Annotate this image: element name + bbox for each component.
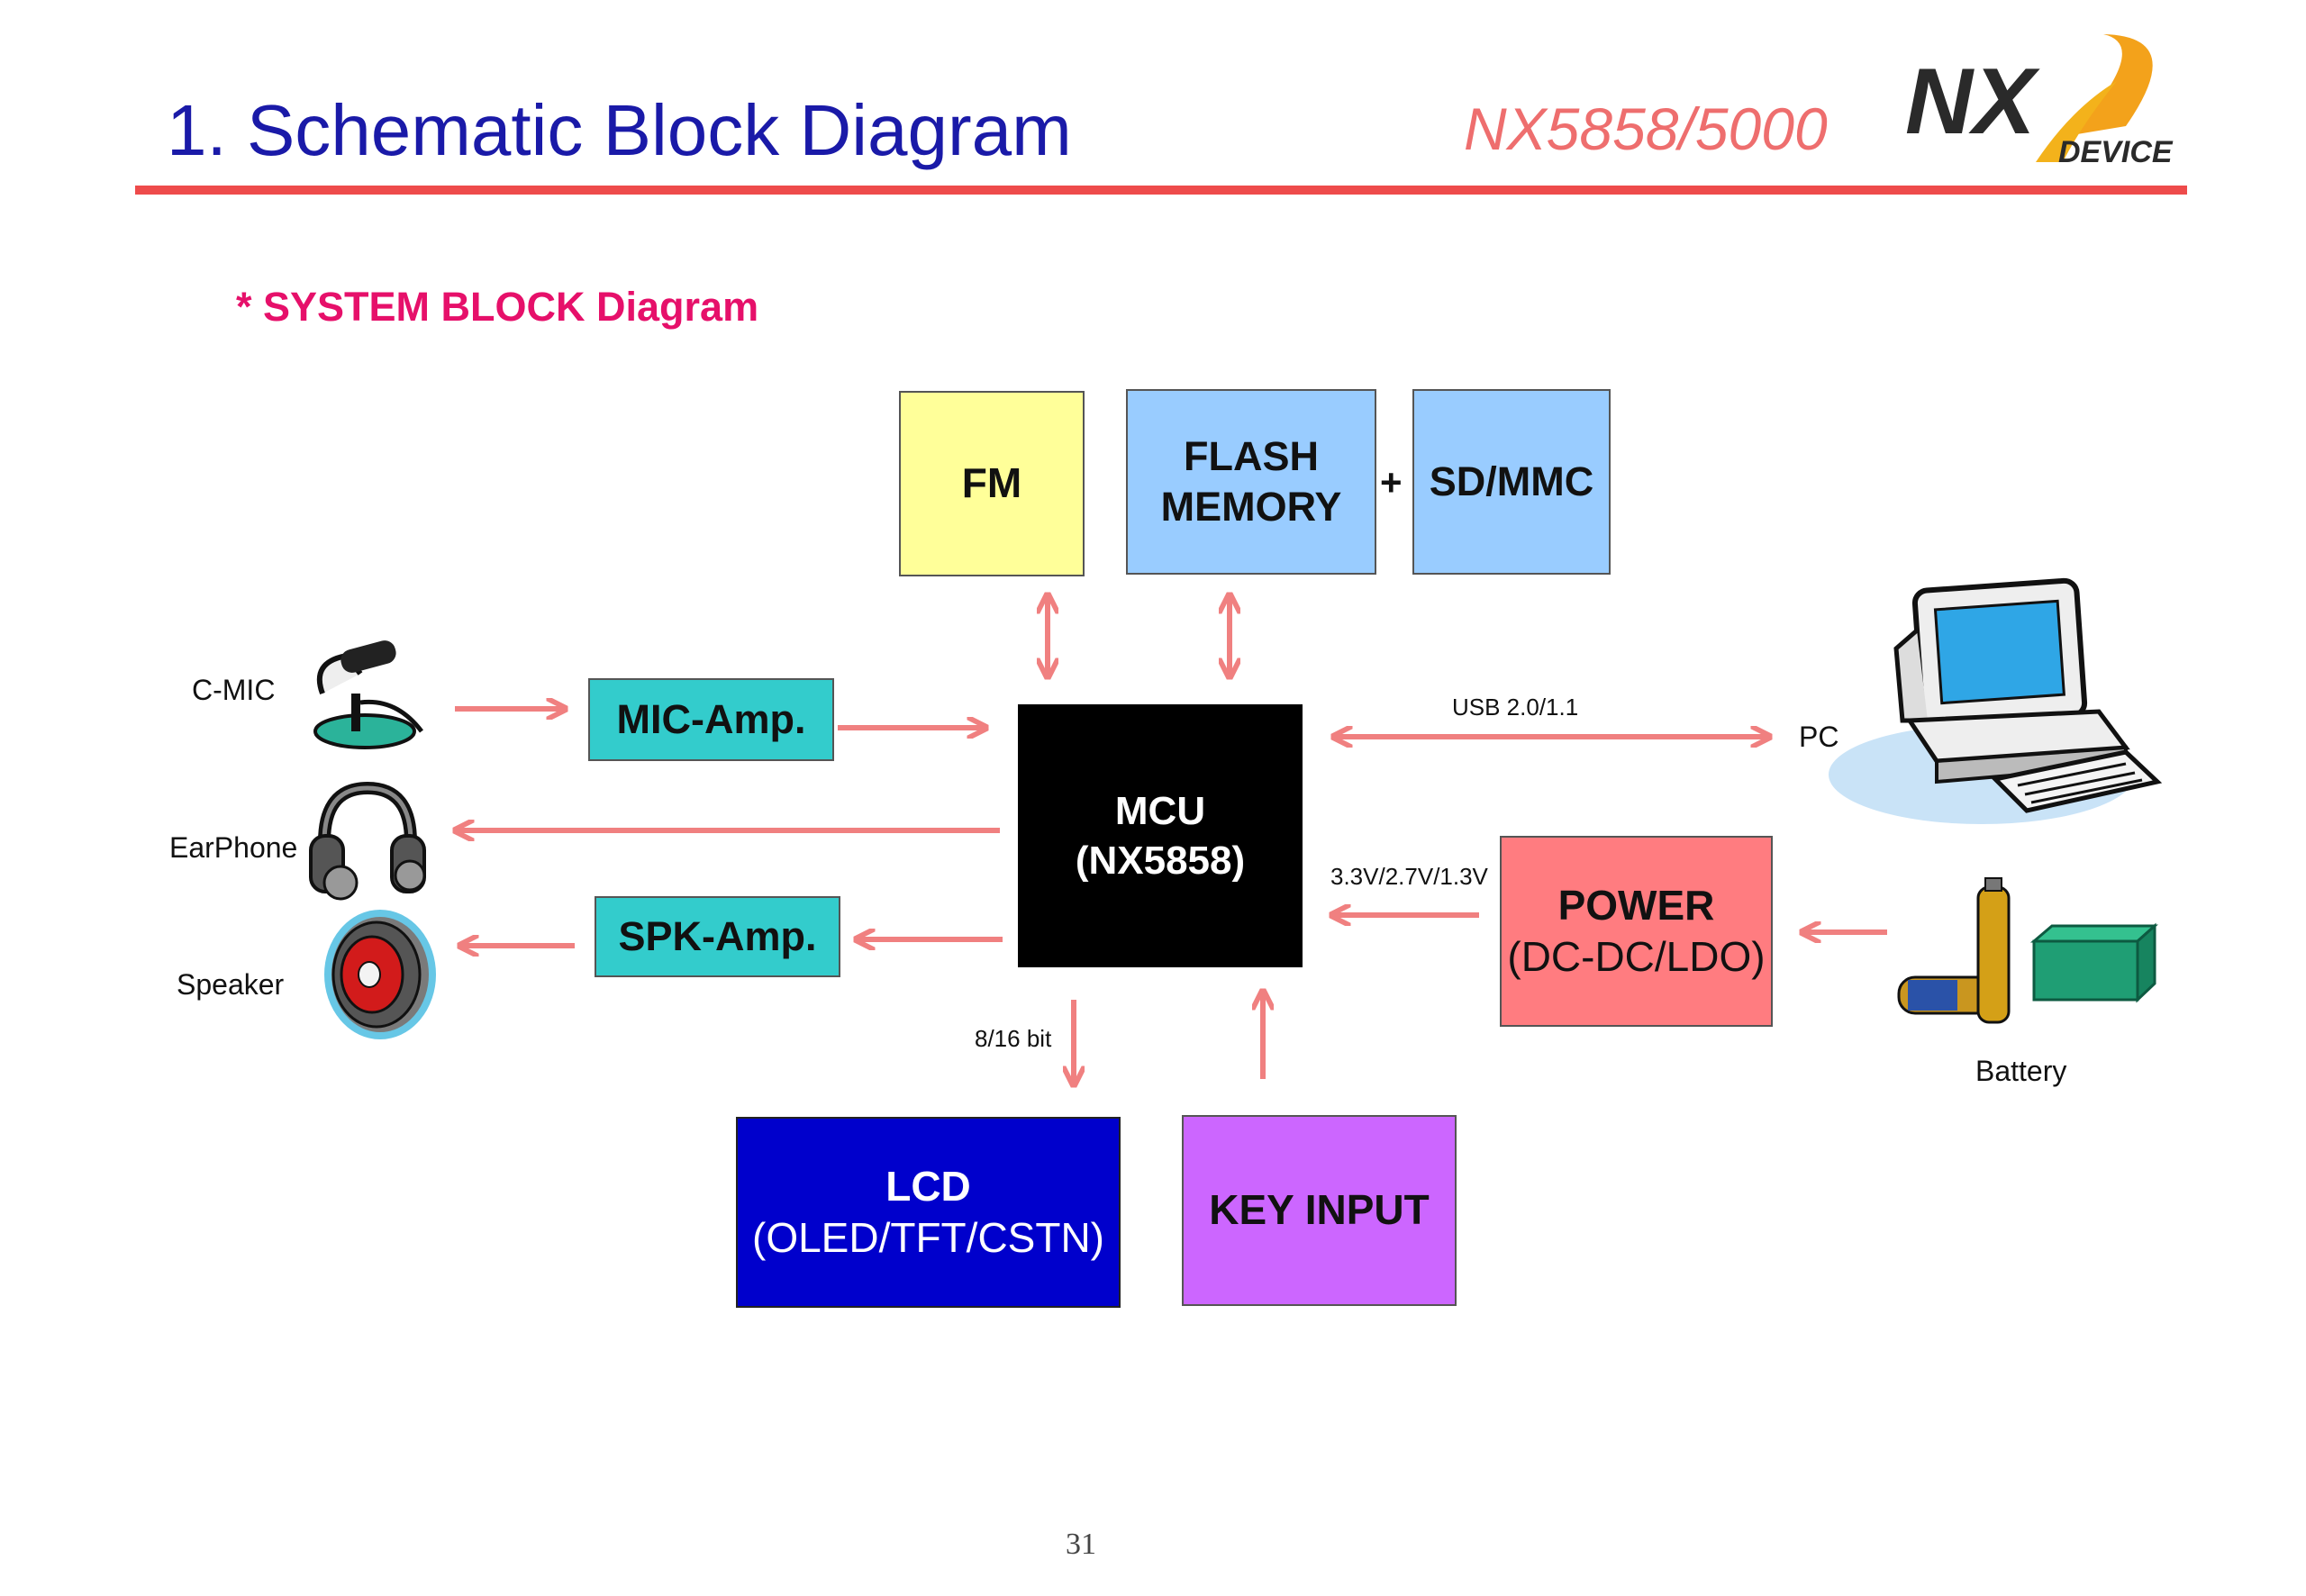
mic-amp-block: MIC-Amp. [588, 678, 834, 761]
logo-text: NX [1905, 50, 2040, 154]
battery-label: Battery [1975, 1055, 2067, 1087]
mcu-block: MCU (NX5858) [1018, 704, 1303, 967]
computer-icon [1829, 577, 2163, 824]
key-input-block: KEY INPUT [1182, 1115, 1457, 1306]
flash-label-line2: MEMORY [1160, 484, 1342, 530]
sdmmc-label: SD/MMC [1429, 458, 1594, 504]
flash-label-line1: FLASH [1184, 432, 1319, 479]
model-name: NX5858/5000 [1464, 95, 1828, 162]
fm-block: FM [899, 391, 1085, 576]
power-label-line2: (DC-DC/LDO) [1507, 933, 1766, 980]
headphones-icon [309, 781, 426, 901]
page-number: 31 [1066, 1528, 1096, 1561]
spk-amp-block: SPK-Amp. [595, 896, 840, 977]
sdmmc-block: SD/MMC [1412, 389, 1611, 575]
lcd-block: LCD (OLED/TFT/CSTN) [736, 1117, 1121, 1308]
key-input-label: KEY INPUT [1209, 1186, 1430, 1234]
section-subtitle: * SYSTEM BLOCK Diagram [236, 284, 759, 330]
power-label-line1: POWER [1557, 881, 1715, 929]
plus-sign: + [1380, 461, 1403, 503]
usb-signal-label: USB 2.0/1.1 [1452, 694, 1579, 721]
microphone-icon [313, 640, 423, 749]
logo-subtext: DEVICE [2058, 135, 2174, 169]
pc-label: PC [1799, 721, 1839, 753]
fm-label: FM [961, 459, 1022, 507]
mcu-label-line1: MCU [1114, 789, 1206, 833]
page-title: 1. Schematic Block Diagram [167, 90, 1072, 170]
power-block: POWER (DC-DC/LDO) [1500, 836, 1773, 1027]
lcd-label-line1: LCD [885, 1162, 971, 1210]
bus-width-label: 8/16 bit [975, 1025, 1052, 1052]
header-rule [135, 186, 2187, 195]
speaker-icon [324, 910, 436, 1039]
logo-graphic: NX DEVICE [1905, 34, 2174, 169]
earphone-label: EarPhone [169, 831, 298, 864]
battery-icon [1897, 877, 2158, 1024]
mcu-label-line2: (NX5858) [1075, 839, 1246, 883]
mic-amp-label: MIC-Amp. [616, 695, 806, 742]
flash-memory-block: FLASH MEMORY [1126, 389, 1376, 575]
nx-device-logo: NX DEVICE [1892, 27, 2198, 180]
lcd-label-line2: (OLED/TFT/CSTN) [752, 1214, 1104, 1261]
spk-amp-label: SPK-Amp. [618, 912, 817, 959]
cmic-label: C-MIC [192, 674, 276, 706]
voltage-signal-label: 3.3V/2.7V/1.3V [1330, 863, 1488, 890]
speaker-label: Speaker [177, 968, 285, 1001]
